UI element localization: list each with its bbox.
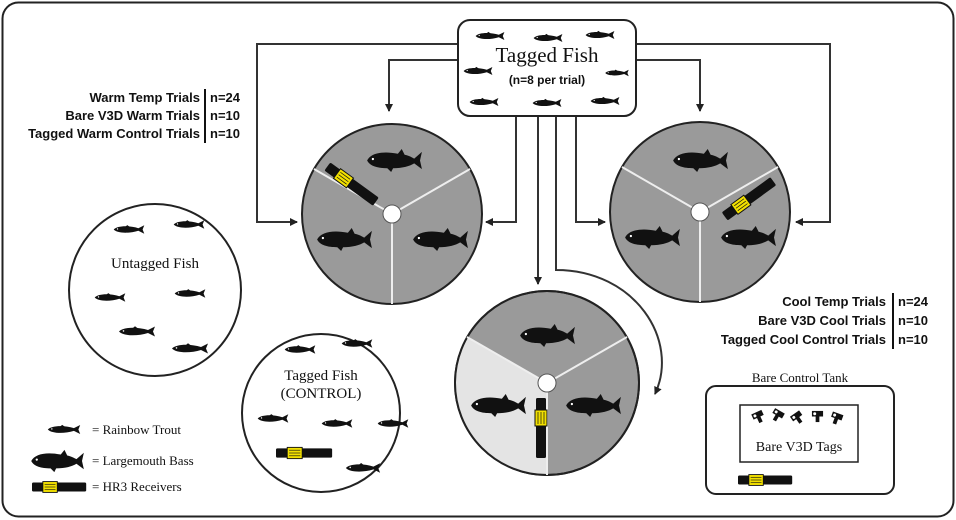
connector-arrows [256,43,831,395]
warm-trial-tank [301,123,483,305]
bare-cool-label: Bare V3D Cool Trials [758,313,886,328]
cool-trials-divider [892,293,894,349]
warm-trial-label: Warm Temp Trials [89,90,200,105]
bare-warm-count: n=10 [210,108,240,123]
bare-control-title: Bare Control Tank [751,370,849,385]
control-tank-line2: (CONTROL) [280,386,362,402]
legend-bass-label: = Largemouth Bass [92,453,194,468]
tagged-fish-top-box [457,19,637,117]
bare-tags-label: Bare V3D Tags [755,440,843,455]
legend-receiver-label: = HR3 Receivers [92,479,182,494]
bare-cool-count: n=10 [898,313,928,328]
hr3-receiver-icon [32,481,87,493]
bare-warm-label: Bare V3D Warm Trials [65,108,200,123]
cool-trial-label: Cool Temp Trials [782,294,886,309]
tagged-cool-control-count: n=10 [898,332,928,347]
top-box-subtitle: (n=8 per trial) [508,73,586,87]
legend-trout-label: = Rainbow Trout [92,422,181,437]
cool-trial-tank [609,121,791,303]
cool-trial-count: n=24 [898,294,928,309]
untagged-fish-label: Untagged Fish [111,256,199,272]
bare-control-tank [705,385,895,495]
tagged-warm-control-label: Tagged Warm Control Trials [28,126,200,141]
control-tank-line1: Tagged Fish [284,368,358,384]
middle-trial-tank [454,290,640,476]
tagged-warm-control-count: n=10 [210,126,240,141]
top-box-title: Tagged Fish [495,43,599,67]
tagged-control-tank [241,333,409,493]
warm-trial-count: n=24 [210,90,240,105]
untagged-fish-tank [68,203,242,377]
tagged-cool-control-label: Tagged Cool Control Trials [720,332,886,347]
warm-trials-divider [204,89,206,143]
